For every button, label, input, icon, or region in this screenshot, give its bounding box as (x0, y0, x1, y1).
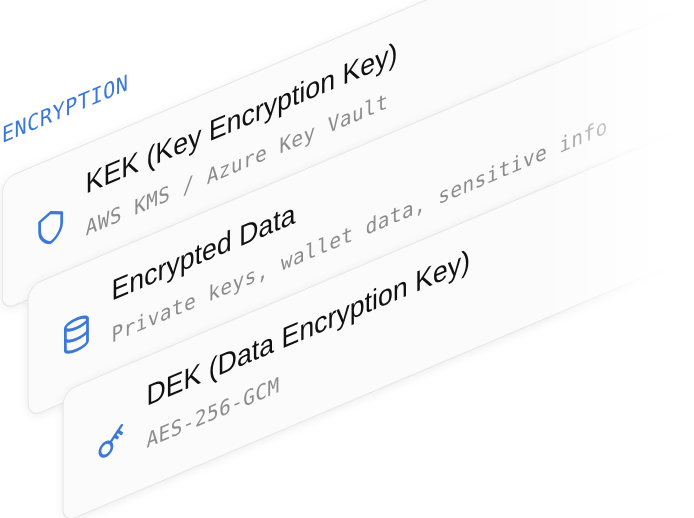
dek-card: DEK (Data Encryption Key) AES-256-GCM (62, 102, 694, 518)
kek-card: KEK (Key Encryption Key) AWS KMS / Azure… (1, 0, 686, 312)
key-icon (97, 416, 126, 464)
encrypted-data-card: Encrypted Data Private keys, wallet data… (27, 0, 694, 419)
database-icon (62, 310, 91, 358)
shield-icon (36, 203, 65, 251)
